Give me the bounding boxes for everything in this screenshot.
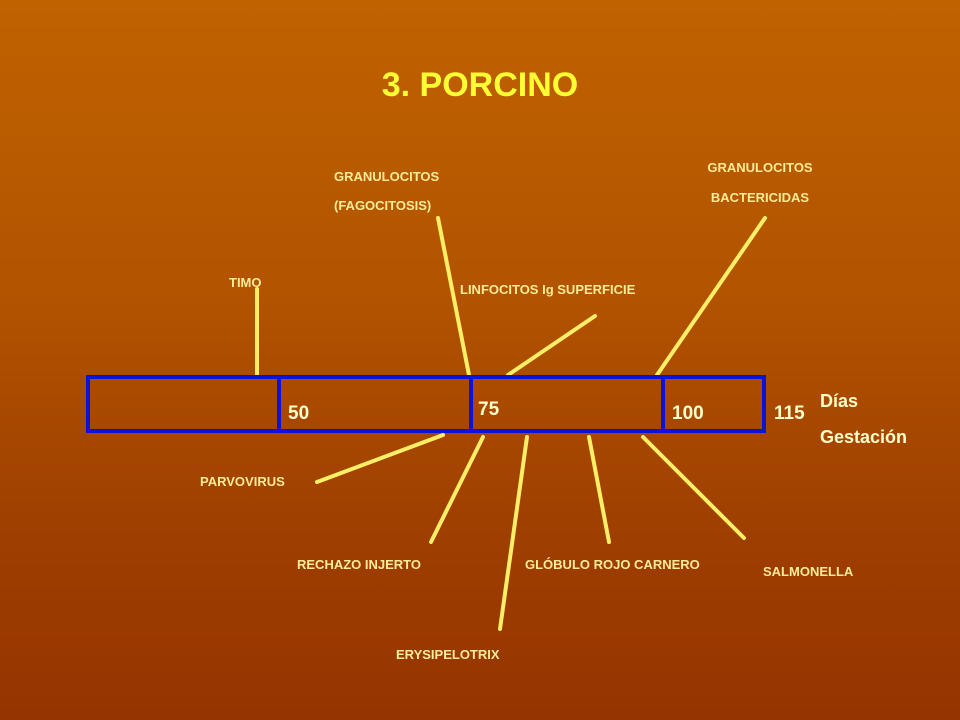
connector-parvovirus [315, 433, 445, 484]
connector-granulocitos-fagocitosis [436, 216, 471, 377]
tick-label-115: 115 [774, 403, 805, 424]
tick-label-50: 50 [288, 403, 310, 424]
timeline-divider-75 [469, 379, 473, 429]
label-timo: TIMO [229, 275, 262, 290]
label-salmonella: SALMONELLA [763, 564, 854, 579]
connector-linfocitos [506, 314, 597, 377]
axis-label-dias: Días [820, 391, 859, 411]
connector-salmonella [641, 435, 746, 540]
label-granulocitos-bactericidas-line1: GRANULOCITOS [707, 160, 813, 175]
label-globulo-rojo: GLÓBULO ROJO CARNERO [525, 557, 700, 572]
gestation-timeline-bar [86, 375, 766, 433]
tick-label-100: 100 [672, 403, 704, 424]
label-rechazo-injerto: RECHAZO INJERTO [297, 557, 421, 572]
connector-granulocitos-bactericidas [655, 216, 767, 377]
axis-label-gestacion: Gestación [820, 427, 908, 447]
label-parvovirus: PARVOVIRUS [200, 474, 285, 489]
timeline-divider-50 [277, 379, 281, 429]
label-erysipelotrix: ERYSIPELOTRIX [396, 647, 500, 662]
timeline-divider-100 [661, 379, 665, 429]
tick-label-75: 75 [478, 399, 500, 420]
label-linfocitos: LINFOCITOS Ig SUPERFICIE [460, 282, 636, 297]
label-granulocitos-fagocitosis-line2: (FAGOCITOSIS) [334, 198, 432, 213]
connector-erysipelotrix [498, 435, 529, 631]
connector-globulo-rojo [587, 435, 611, 544]
label-granulocitos-fagocitosis-line1: GRANULOCITOS [334, 169, 440, 184]
connector-rechazo-injerto [429, 435, 485, 544]
label-granulocitos-bactericidas-line2: BACTERICIDAS [710, 190, 810, 205]
page-title: 3. PORCINO [381, 66, 579, 104]
